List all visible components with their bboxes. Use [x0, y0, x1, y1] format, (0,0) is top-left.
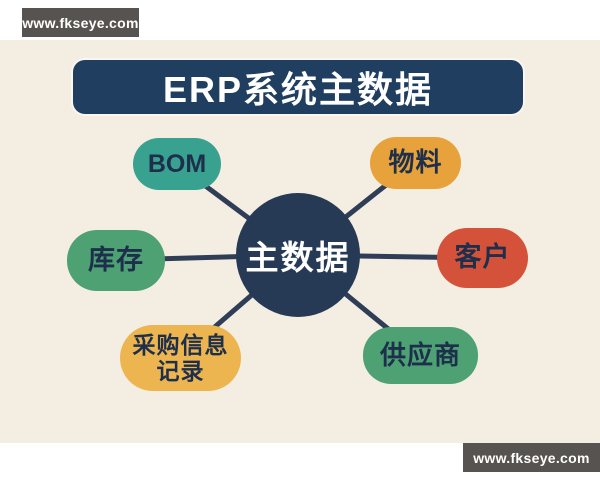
node-customer: 客户: [437, 228, 528, 288]
node-purchase-info-record-line1: 采购信息: [132, 331, 229, 358]
watermark-bottom-right: www.fkseye.com: [463, 443, 600, 472]
node-purchase-info-record: 采购信息 记录: [120, 325, 241, 391]
watermark-top-left: www.fkseye.com: [22, 8, 139, 37]
node-inventory: 库存: [67, 230, 165, 291]
node-material: 物料: [370, 137, 461, 189]
node-supplier: 供应商: [363, 327, 478, 384]
node-purchase-info-record-line2: 记录: [156, 358, 205, 384]
diagram-title: ERP系统主数据: [73, 60, 523, 114]
center-node-master-data: 主数据: [236, 193, 360, 317]
node-bom: BOM: [133, 138, 221, 190]
